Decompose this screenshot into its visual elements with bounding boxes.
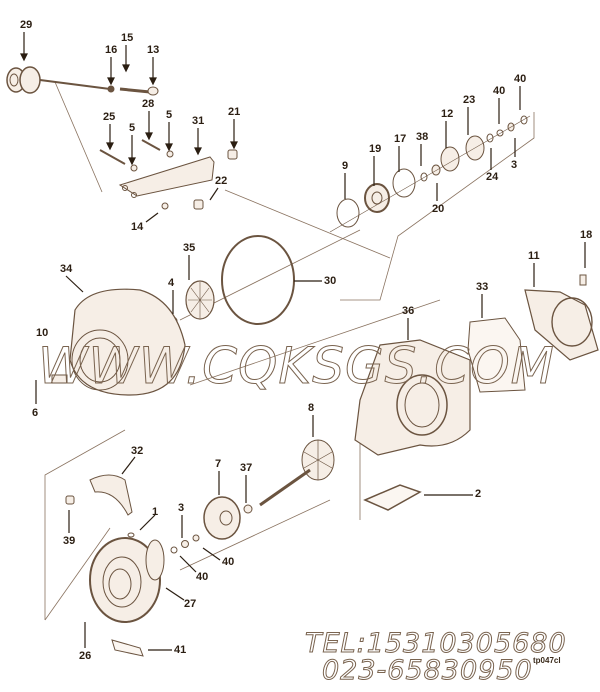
part-41-gasket — [111, 639, 144, 657]
callout-arrows — [20, 32, 586, 651]
callout-label-32: 32 — [131, 445, 144, 457]
callout-label-2: 2 — [475, 488, 482, 500]
callout-label-26: 26 — [79, 650, 92, 662]
part-29-actuator — [6, 66, 159, 96]
callout-label-24: 24 — [486, 171, 499, 183]
callout-label-40: 40 — [196, 571, 209, 583]
part-7-seal-plate — [170, 496, 241, 554]
callout-label-25: 25 — [103, 111, 116, 123]
callout-label-14: 14 — [131, 221, 144, 233]
callout-label-36: 36 — [402, 305, 415, 317]
callout-label-20: 20 — [432, 203, 445, 215]
part-32-heat-shield — [65, 474, 133, 516]
part-33-gasket — [467, 317, 526, 393]
callout-label-39: 39 — [63, 535, 76, 547]
part-2-gasket — [363, 484, 422, 511]
watermark-phone: 023-65830950 — [322, 655, 533, 687]
callout-label-6: 6 — [32, 407, 39, 419]
part-8-turbine-shaft — [243, 439, 335, 514]
figure-id-stamp: tp047cl — [533, 656, 561, 665]
callout-label-8: 8 — [308, 402, 315, 414]
part-30-clamp-ring — [221, 235, 295, 325]
callout-label-19: 19 — [369, 143, 382, 155]
callout-label-38: 38 — [416, 131, 429, 143]
callout-label-37: 37 — [240, 462, 253, 474]
callout-label-41: 41 — [174, 644, 187, 656]
callout-label-15: 15 — [121, 32, 134, 44]
part-34-compressor-housing — [51, 288, 186, 396]
callout-label-13: 13 — [147, 44, 160, 56]
callout-label-33: 33 — [476, 281, 489, 293]
watermark-tel: TEL:15310305680 — [305, 628, 567, 660]
callout-label-22: 22 — [215, 175, 228, 187]
callout-label-28: 28 — [142, 98, 155, 110]
bearing-stack-upper — [329, 115, 531, 233]
part-11-exhaust-flange — [524, 274, 599, 361]
callout-label-4: 4 — [168, 277, 175, 289]
callout-label-40: 40 — [222, 556, 235, 568]
callout-label-10: 10 — [36, 327, 49, 339]
callout-label-29: 29 — [20, 19, 33, 31]
callout-label-11: 11 — [528, 250, 540, 262]
callout-label-12: 12 — [441, 108, 454, 120]
callout-label-21: 21 — [228, 106, 241, 118]
callout-label-5: 5 — [129, 122, 136, 134]
callout-label-34: 34 — [60, 263, 73, 275]
callout-label-23: 23 — [463, 94, 476, 106]
callout-label-3: 3 — [178, 502, 185, 514]
callout-label-16: 16 — [105, 44, 118, 56]
callout-label-1: 1 — [152, 506, 159, 518]
callout-label-9: 9 — [342, 160, 349, 172]
watermark-url: WWW.CQKSGS.COM — [38, 337, 555, 396]
callout-label-17: 17 — [394, 133, 407, 145]
part-27-turbine-housing — [89, 532, 165, 623]
callout-label-5: 5 — [166, 109, 173, 121]
callout-label-30: 30 — [324, 275, 337, 287]
callout-label-40: 40 — [493, 85, 506, 97]
callout-label-31: 31 — [192, 115, 205, 127]
callout-label-18: 18 — [580, 229, 593, 241]
part-36-center-housing — [354, 339, 471, 456]
callout-label-27: 27 — [184, 598, 197, 610]
callout-label-3: 3 — [511, 159, 518, 171]
part-31-bracket — [99, 139, 238, 210]
callout-label-35: 35 — [183, 242, 196, 254]
callout-label-40: 40 — [514, 73, 527, 85]
callout-label-7: 7 — [215, 458, 222, 470]
